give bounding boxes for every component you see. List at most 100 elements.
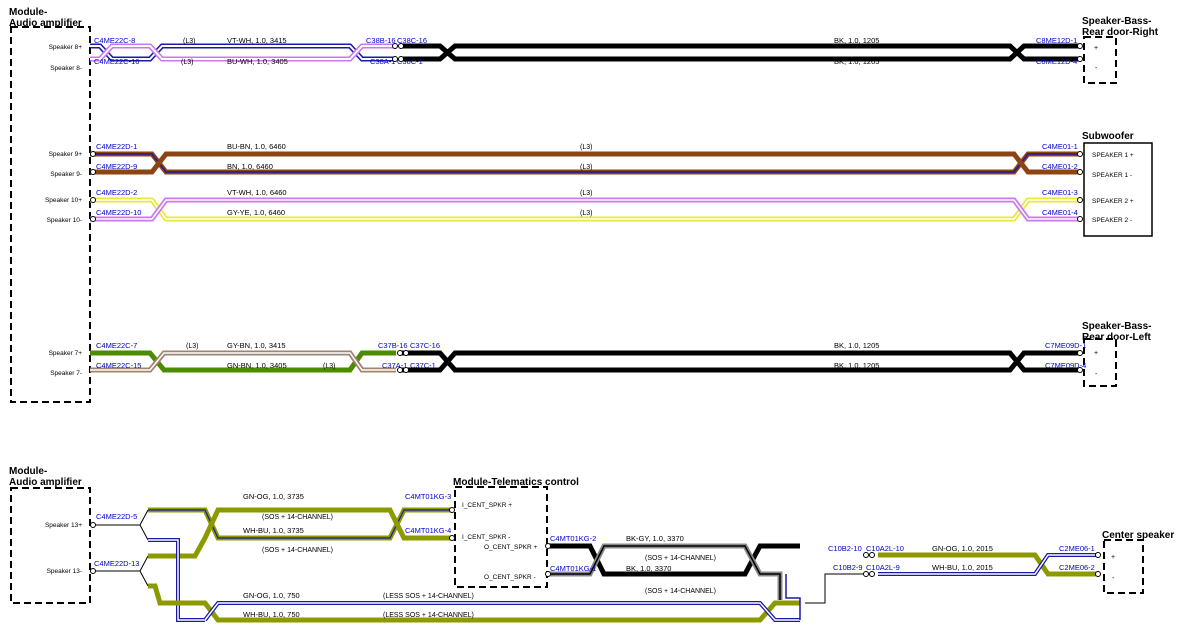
circuit-speaker-9	[90, 151, 1080, 175]
subwoofer-box	[1083, 142, 1153, 237]
amp-pin-speaker-7p: Speaker 7+	[49, 350, 83, 357]
wire-label: BU-BN, 1.0, 6460	[227, 142, 286, 151]
terminal	[90, 197, 96, 203]
terminal	[90, 216, 96, 222]
telematics-module-title: Module-Telematics control	[453, 477, 579, 488]
conn-c4me22d-2: C4ME22D-2	[96, 188, 137, 197]
conn-c10a2l-9: C10A2L-9	[866, 563, 900, 572]
circuit-speaker-13	[90, 507, 1098, 623]
note-sos: (SOS + 14-CHANNEL)	[262, 514, 333, 521]
center-pin-plus: +	[1111, 554, 1115, 561]
note-l3: (L3)	[580, 190, 592, 197]
conn-c37b-16: C37B-16	[378, 341, 408, 350]
amp-pin-speaker-7m: Speaker 7-	[50, 370, 82, 377]
sub-pin-2m: SPEAKER 2 -	[1092, 217, 1132, 224]
terminal	[90, 169, 96, 175]
terminal	[392, 56, 398, 62]
conn-c8me12d-1: C8ME12D-1	[1036, 36, 1077, 45]
conn-c37c-16: C37C-16	[410, 341, 440, 350]
rear-right-speaker-title: Speaker-Bass-Rear door-Right	[1082, 16, 1159, 38]
conn-c4mt01kg-2: C4MT01KG-2	[550, 534, 596, 543]
note-less-sos: (LESS SOS + 14-CHANNEL)	[383, 593, 474, 600]
terminal	[1077, 367, 1083, 373]
rear-left-speaker-box	[1083, 338, 1117, 387]
rear-right-pin-plus: +	[1094, 45, 1098, 52]
subwoofer-title: Subwoofer	[1082, 131, 1134, 142]
conn-c7me09d-4: C7ME09D-4	[1045, 361, 1086, 370]
conn-c10a2l-10: C10A2L-10	[866, 544, 904, 553]
conn-c4me01-2: C4ME01-2	[1042, 162, 1078, 171]
conn-c37c-1: C37C-1	[410, 361, 436, 370]
conn-c4mt01kg-1: C4MT01KG-1	[550, 564, 596, 573]
note-l3: (L3)	[580, 164, 592, 171]
terminal	[1077, 43, 1083, 49]
wire-label: GN-OG, 1.0, 2015	[932, 544, 993, 553]
terminal	[90, 151, 96, 157]
terminal	[869, 571, 875, 577]
conn-c4mt01kg-4: C4MT01KG-4	[405, 526, 451, 535]
amp-pin-speaker-10p: Speaker 10+	[45, 197, 82, 204]
sub-pin-1p: SPEAKER 1 +	[1092, 152, 1134, 159]
note-l3: (L3)	[183, 38, 195, 45]
terminal	[398, 56, 404, 62]
rear-left-speaker-title: Speaker-Bass-Rear door-Left	[1082, 321, 1152, 343]
wire-label: BU-WH, 1.0, 3405	[227, 57, 288, 66]
amp-module-box-top	[10, 26, 91, 403]
conn-c4me22d-1: C4ME22D-1	[96, 142, 137, 151]
amp-pin-speaker-9m: Speaker 9-	[50, 171, 82, 178]
conn-c38b-16: C38B-16	[366, 36, 396, 45]
conn-c4me22c-8: C4ME22C-8	[94, 36, 135, 45]
conn-c8me12d-4: C8ME12D-4	[1036, 57, 1077, 66]
note-l3: (L3)	[323, 363, 335, 370]
wire-label: BK, 1.0, 1205	[834, 57, 879, 66]
note-sos: (SOS + 14-CHANNEL)	[645, 555, 716, 562]
note-sos: (SOS + 14-CHANNEL)	[645, 588, 716, 595]
wire-label: GN-OG, 1.0, 3735	[243, 492, 304, 501]
amp-pin-speaker-9p: Speaker 9+	[49, 151, 83, 158]
terminal	[1077, 151, 1083, 157]
note-l3: (L3)	[580, 210, 592, 217]
wire-label: BN, 1.0, 6460	[227, 162, 273, 171]
conn-c37a-1: C37A-1	[382, 361, 407, 370]
conn-c2me06-2: C2ME06-2	[1059, 563, 1095, 572]
terminal	[403, 367, 409, 373]
conn-c2me06-1: C2ME06-1	[1059, 544, 1095, 553]
wire-label: BK, 1.0, 3370	[626, 564, 671, 573]
conn-c4me22d-5: C4ME22D-5	[96, 512, 137, 521]
terminal	[397, 367, 403, 373]
wire-label: WH-BU, 1.0, 2015	[932, 563, 993, 572]
wire-label: WH-BU, 1.0, 3735	[243, 526, 304, 535]
center-speaker-title: Center speaker	[1102, 530, 1174, 541]
amp-pin-speaker-8m: Speaker 8-	[50, 65, 82, 72]
terminal	[398, 43, 404, 49]
amp-pin-speaker-13p: Speaker 13+	[45, 522, 82, 529]
terminal	[1077, 197, 1083, 203]
wire-label: BK, 1.0, 1205	[834, 36, 879, 45]
wire-label: GN-BN, 1.0, 3405	[227, 361, 287, 370]
wire-label: BK-GY, 1.0, 3370	[626, 534, 684, 543]
note-sos: (SOS + 14-CHANNEL)	[262, 547, 333, 554]
amp-module-title-top: Module-Audio amplifier	[9, 7, 82, 29]
note-less-sos: (LESS SOS + 14-CHANNEL)	[383, 612, 474, 619]
terminal	[1095, 571, 1101, 577]
conn-c4me01-4: C4ME01-4	[1042, 208, 1078, 217]
rear-right-speaker-box	[1083, 36, 1117, 84]
wire-label: VT-WH, 1.0, 6460	[227, 188, 287, 197]
conn-c4me22c-16: C4ME22C-16	[94, 57, 139, 66]
terminal	[1077, 350, 1083, 356]
circuit-speaker-8	[90, 43, 1080, 62]
terminal	[90, 522, 96, 528]
sub-pin-2p: SPEAKER 2 +	[1092, 198, 1134, 205]
terminal	[1077, 169, 1083, 175]
conn-c4me22d-9: C4ME22D-9	[96, 162, 137, 171]
conn-c4me22d-13: C4ME22D-13	[94, 559, 139, 568]
center-pin-minus: -	[1112, 575, 1115, 582]
terminal	[90, 568, 96, 574]
terminal	[869, 552, 875, 558]
terminal	[392, 43, 398, 49]
telematics-pin-in-minus: I_CENT_SPKR -	[462, 534, 510, 541]
conn-c10b2-9: C10B2-9	[833, 563, 863, 572]
circuit-speaker-7	[90, 350, 1080, 373]
amp-module-title-bottom: Module-Audio amplifier	[9, 466, 82, 488]
telematics-pin-out-plus: O_CENT_SPKR +	[484, 544, 537, 551]
